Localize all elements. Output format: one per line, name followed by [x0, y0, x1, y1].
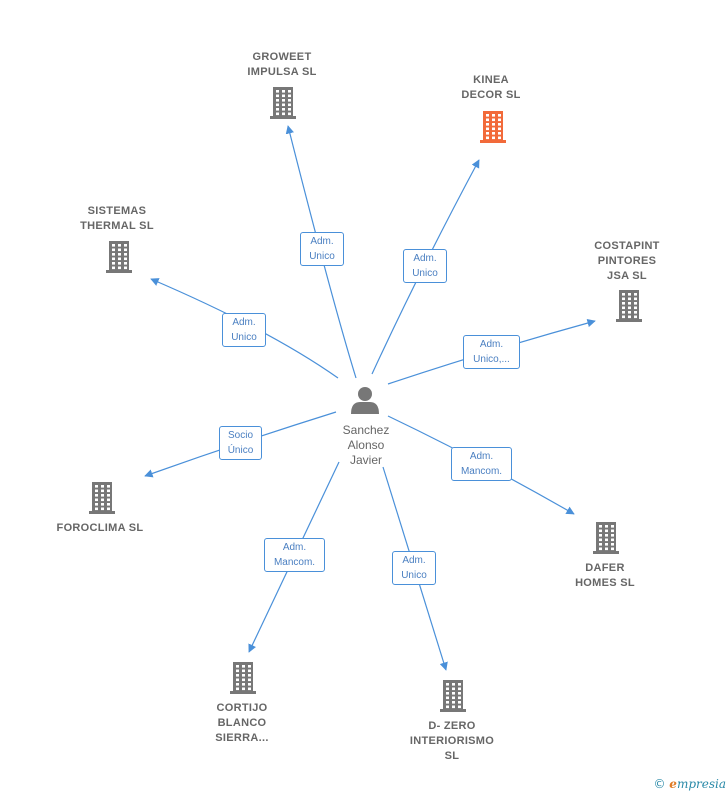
role-label-groweet: Adm. Unico — [300, 232, 344, 266]
footer-brand: © empresia — [653, 777, 726, 791]
role-label-kinea: Adm. Unico — [403, 249, 447, 283]
building-icon-cortijo[interactable] — [230, 662, 256, 694]
company-label-groweet[interactable]: GROWEET IMPULSA SL — [247, 51, 317, 78]
company-label-sistemas[interactable]: SISTEMAS THERMAL SL — [80, 205, 154, 232]
person-icon[interactable] — [351, 387, 379, 414]
building-icon-dafer[interactable] — [593, 522, 619, 554]
building-icon-foroclima[interactable] — [89, 482, 115, 514]
role-label-dzero: Adm. Unico — [392, 551, 436, 585]
company-label-cortijo[interactable]: CORTIJO BLANCO SIERRA... — [215, 702, 269, 744]
building-icon-costapint[interactable] — [616, 290, 642, 322]
role-label-sistemas: Adm. Unico — [222, 313, 266, 347]
edge-groweet — [285, 125, 357, 379]
icons-layer — [89, 87, 642, 712]
company-label-dafer[interactable]: DAFER HOMES SL — [575, 562, 635, 589]
company-label-costapint[interactable]: COSTAPINT PINTORES JSA SL — [594, 240, 660, 282]
company-label-kinea[interactable]: KINEA DECOR SL — [461, 74, 521, 101]
building-icon-sistemas[interactable] — [106, 241, 132, 273]
company-label-foroclima[interactable]: FOROCLIMA SL — [56, 522, 144, 534]
brand-logo-text: mpresia — [676, 777, 726, 791]
center-person-label[interactable]: Sanchez Alonso Javier — [342, 423, 390, 467]
building-icon-kinea[interactable] — [480, 111, 506, 143]
building-icon-dzero[interactable] — [440, 680, 466, 712]
building-icon-groweet[interactable] — [270, 87, 296, 119]
role-label-dafer: Adm. Mancom. — [451, 447, 512, 481]
role-label-cortijo: Adm. Mancom. — [264, 538, 325, 572]
role-label-foroclima: Socio Único — [219, 426, 262, 460]
role-label-costapint: Adm. Unico,... — [463, 335, 520, 369]
brand-logo-e: e — [669, 777, 677, 791]
copyright-symbol: © — [653, 777, 666, 791]
company-label-dzero[interactable]: D- ZERO INTERIORISMO SL — [409, 720, 495, 762]
